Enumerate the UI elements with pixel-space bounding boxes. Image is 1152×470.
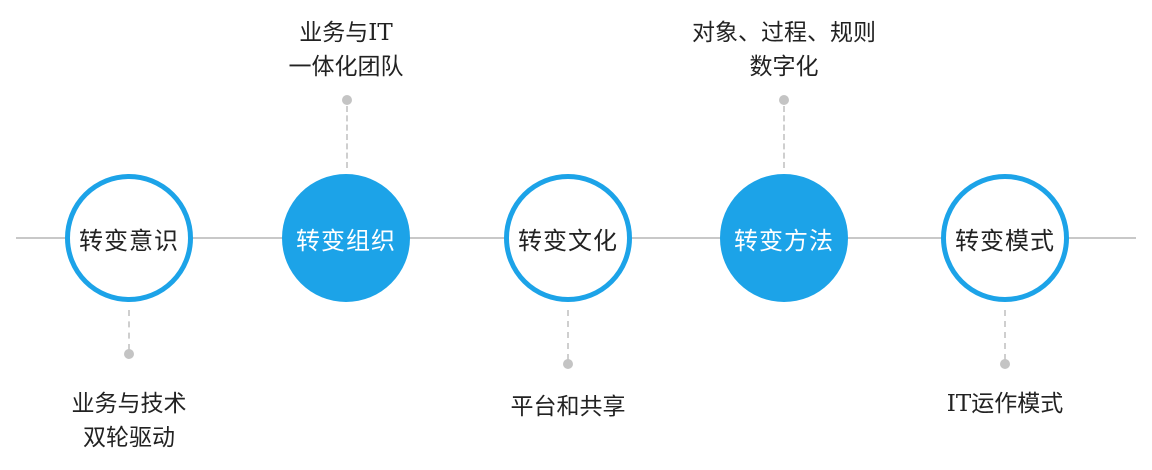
stage-method-circle: 转变方法 — [720, 174, 848, 302]
annotation-line: 数字化 — [749, 54, 819, 80]
stage-method-label: 转变方法 — [734, 226, 834, 255]
stage-organization-dot — [342, 95, 352, 105]
stage-awareness-annotation: 业务与技术 双轮驱动 — [9, 387, 249, 455]
stage-culture-annotation: 平台和共享 — [448, 390, 688, 424]
annotation-line: 双轮驱动 — [83, 425, 175, 451]
stage-organization-circle: 转变组织 — [282, 174, 410, 302]
stage-awareness-label: 转变意识 — [79, 226, 179, 255]
stage-culture-dot — [563, 359, 573, 369]
stage-model-connector — [1004, 310, 1006, 360]
stage-culture-label: 转变文化 — [518, 226, 618, 255]
stage-model-dot — [1000, 359, 1010, 369]
stage-method-dot — [779, 95, 789, 105]
stage-organization-connector — [346, 106, 348, 168]
stage-method-annotation: 对象、过程、规则 数字化 — [664, 16, 904, 84]
stage-culture-circle: 转变文化 — [504, 174, 632, 302]
stage-awareness-circle: 转变意识 — [65, 174, 193, 302]
stage-model-label: 转变模式 — [955, 226, 1055, 255]
stage-culture-connector — [567, 310, 569, 360]
annotation-line: 一体化团队 — [288, 54, 404, 80]
annotation-line: 业务与技术 — [71, 391, 187, 417]
stage-awareness-dot — [124, 349, 134, 359]
stage-organization-label: 转变组织 — [296, 226, 396, 255]
stage-method-connector — [783, 106, 785, 168]
annotation-line: 对象、过程、规则 — [692, 20, 876, 46]
annotation-line: 业务与IT — [299, 20, 393, 46]
stage-organization-annotation: 业务与IT 一体化团队 — [226, 16, 466, 84]
stage-awareness-connector — [128, 310, 130, 350]
annotation-line: 平台和共享 — [510, 394, 626, 420]
stage-model-annotation: IT运作模式 — [885, 387, 1125, 421]
stage-model-circle: 转变模式 — [941, 174, 1069, 302]
annotation-line: IT运作模式 — [946, 391, 1064, 417]
